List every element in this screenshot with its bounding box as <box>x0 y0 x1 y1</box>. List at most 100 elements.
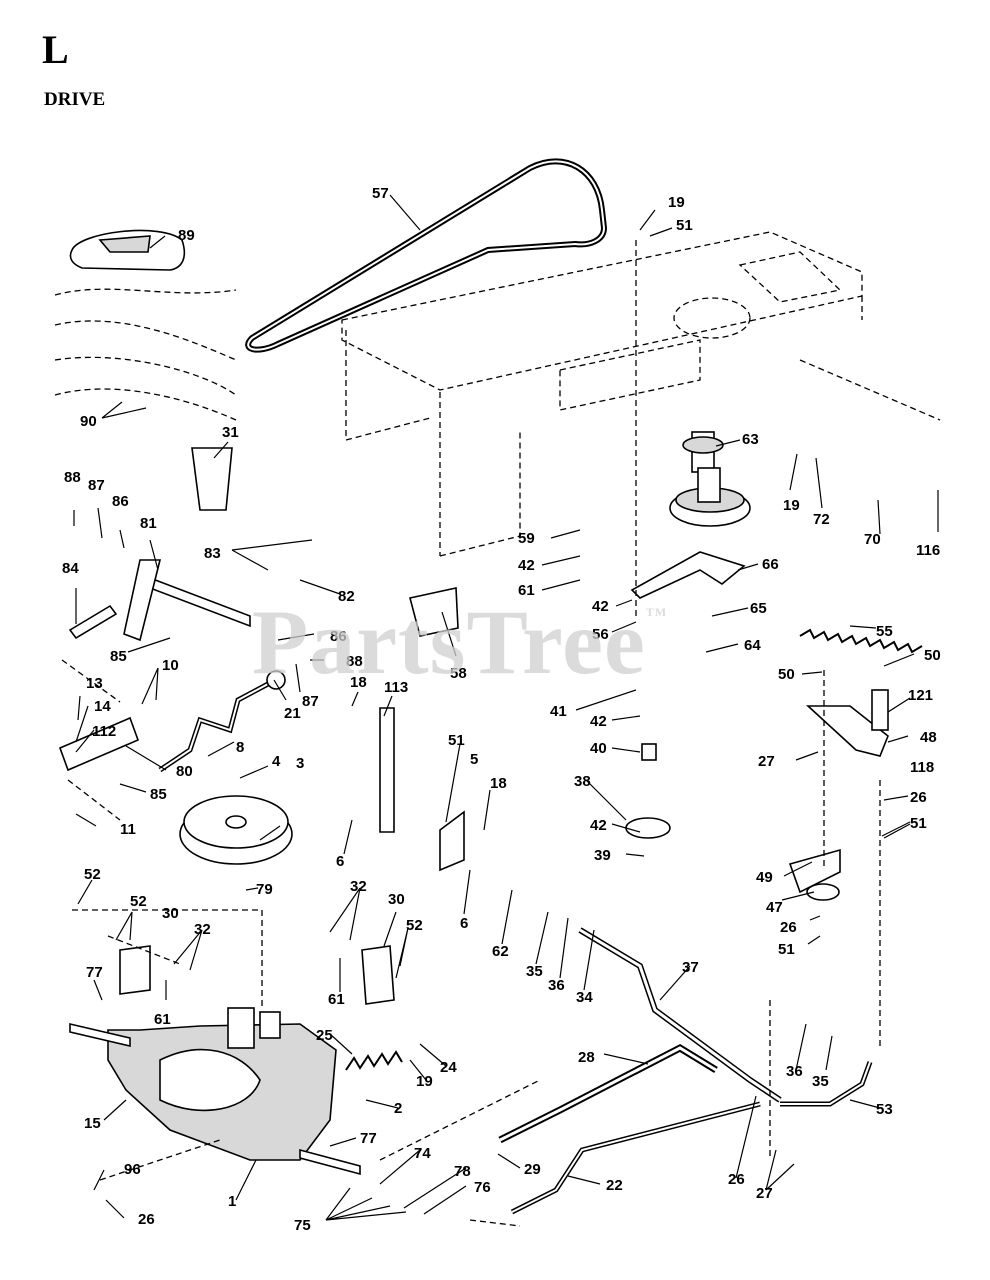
callout-18: 18 <box>490 775 507 792</box>
callout-25: 25 <box>316 1027 333 1044</box>
callout-87: 87 <box>302 693 319 710</box>
callout-35: 35 <box>812 1073 829 1090</box>
callout-53: 53 <box>876 1101 893 1118</box>
rod-53 <box>780 1061 873 1107</box>
idler-arm-48 <box>805 689 889 757</box>
callout-26: 26 <box>780 919 797 936</box>
shift-rod-8 <box>158 670 286 773</box>
tensioner-pulley-63 <box>669 431 751 527</box>
callout-75: 75 <box>294 1217 311 1234</box>
reference-dashed-lines <box>61 240 941 1227</box>
callout-64: 64 <box>744 637 761 654</box>
callout-85: 85 <box>150 786 167 803</box>
callout-86: 86 <box>112 493 129 510</box>
callout-42: 42 <box>590 817 607 834</box>
tractor-frame-outline <box>341 231 863 557</box>
callout-78: 78 <box>454 1163 471 1180</box>
rod-22 <box>510 1101 761 1215</box>
callout-6: 6 <box>460 915 468 932</box>
callout-32: 32 <box>194 921 211 938</box>
callout-40: 40 <box>590 740 607 757</box>
callout-88: 88 <box>346 653 363 670</box>
callout-42: 42 <box>592 598 609 615</box>
callout-15: 15 <box>84 1115 101 1132</box>
callout-26: 26 <box>910 789 927 806</box>
callout-77: 77 <box>360 1130 377 1147</box>
watermark-brand: PartsTree <box>252 591 646 693</box>
callout-30: 30 <box>162 905 179 922</box>
callout-51: 51 <box>778 941 795 958</box>
callout-87: 87 <box>88 477 105 494</box>
callout-41: 41 <box>550 703 567 720</box>
callout-3: 3 <box>296 755 304 772</box>
callout-79: 79 <box>256 881 273 898</box>
callout-6: 6 <box>336 853 344 870</box>
callout-1: 1 <box>228 1193 236 1210</box>
callout-51: 51 <box>910 815 927 832</box>
callout-63: 63 <box>742 431 759 448</box>
callout-80: 80 <box>176 763 193 780</box>
callout-83: 83 <box>204 545 221 562</box>
callout-96: 96 <box>124 1161 141 1178</box>
callout-49: 49 <box>756 869 773 886</box>
callout-52: 52 <box>130 893 147 910</box>
callout-30: 30 <box>388 891 405 908</box>
callout-81: 81 <box>140 515 157 532</box>
callout-85: 85 <box>110 648 127 665</box>
callout-90: 90 <box>80 413 97 430</box>
callout-36: 36 <box>786 1063 803 1080</box>
callout-22: 22 <box>606 1177 623 1194</box>
callout-34: 34 <box>576 989 593 1006</box>
callout-56: 56 <box>592 626 609 643</box>
shift-linkage-81 <box>68 559 251 642</box>
leader-lines <box>73 194 939 1221</box>
callout-36: 36 <box>548 977 565 994</box>
callout-19: 19 <box>668 194 685 211</box>
callout-88: 88 <box>64 469 81 486</box>
callout-118: 118 <box>910 759 934 776</box>
callout-10: 10 <box>162 657 179 674</box>
callout-37: 37 <box>682 959 699 976</box>
callout-89: 89 <box>178 227 195 244</box>
idler-bracket-66 <box>630 551 746 599</box>
callout-47: 47 <box>766 899 783 916</box>
shift-lever-cover-89 <box>69 229 186 271</box>
callout-35: 35 <box>526 963 543 980</box>
pedal-shaft-28 <box>498 1043 718 1144</box>
partstree-watermark: PartsTreeTM <box>252 596 667 688</box>
brake-rod-34 <box>578 927 782 1103</box>
callout-28: 28 <box>578 1049 595 1066</box>
callout-51: 51 <box>448 732 465 749</box>
callout-72: 72 <box>813 511 830 528</box>
callout-39: 39 <box>594 847 611 864</box>
small-pulleys <box>625 743 840 901</box>
callout-26: 26 <box>138 1211 155 1228</box>
callout-50: 50 <box>924 647 941 664</box>
callout-48: 48 <box>920 729 937 746</box>
hood-outline <box>54 288 237 421</box>
callout-42: 42 <box>518 557 535 574</box>
callout-4: 4 <box>272 753 281 770</box>
callout-2: 2 <box>394 1100 402 1117</box>
callout-70: 70 <box>864 531 881 548</box>
callout-61: 61 <box>328 991 345 1008</box>
callout-116: 116 <box>916 542 940 559</box>
callout-55: 55 <box>876 623 893 640</box>
callout-58: 58 <box>450 665 467 682</box>
callout-8: 8 <box>236 739 244 756</box>
callout-5: 5 <box>470 751 478 768</box>
callout-52: 52 <box>406 917 423 934</box>
traction-pulley-3 <box>179 795 293 865</box>
callout-19: 19 <box>783 497 800 514</box>
callout-13: 13 <box>86 675 103 692</box>
callout-50: 50 <box>778 666 795 683</box>
extension-spring-55 <box>799 628 923 654</box>
callout-11: 11 <box>120 821 136 838</box>
callout-24: 24 <box>440 1059 457 1076</box>
callout-62: 62 <box>492 943 509 960</box>
spring-25 <box>345 1050 403 1071</box>
callout-59: 59 <box>518 530 535 547</box>
callout-66: 66 <box>762 556 779 573</box>
